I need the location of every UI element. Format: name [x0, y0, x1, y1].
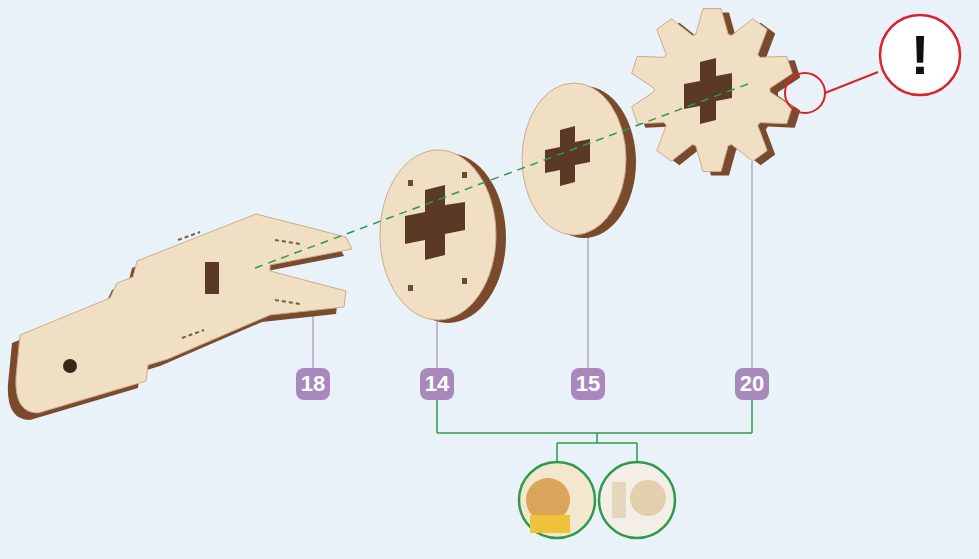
- gear-part: [632, 9, 801, 176]
- photo-circle: [519, 462, 595, 538]
- disc-part: [522, 83, 636, 238]
- highlight-circle: [785, 73, 825, 113]
- callout-number: 20: [735, 368, 769, 400]
- assembly-axis: [255, 84, 748, 268]
- photo-circle: [599, 462, 675, 538]
- callout-number: 14: [420, 368, 454, 400]
- lever-part: [8, 214, 352, 420]
- group-bracket: [437, 400, 752, 462]
- warning-leader: [825, 72, 878, 93]
- warning-symbol: !: [880, 15, 960, 95]
- callout-number: 18: [296, 368, 330, 400]
- callout-number: 15: [571, 368, 605, 400]
- gear-hole: [684, 58, 732, 124]
- disc-part: [380, 150, 506, 323]
- warning-circle: [880, 15, 960, 95]
- gear-face: [632, 9, 793, 172]
